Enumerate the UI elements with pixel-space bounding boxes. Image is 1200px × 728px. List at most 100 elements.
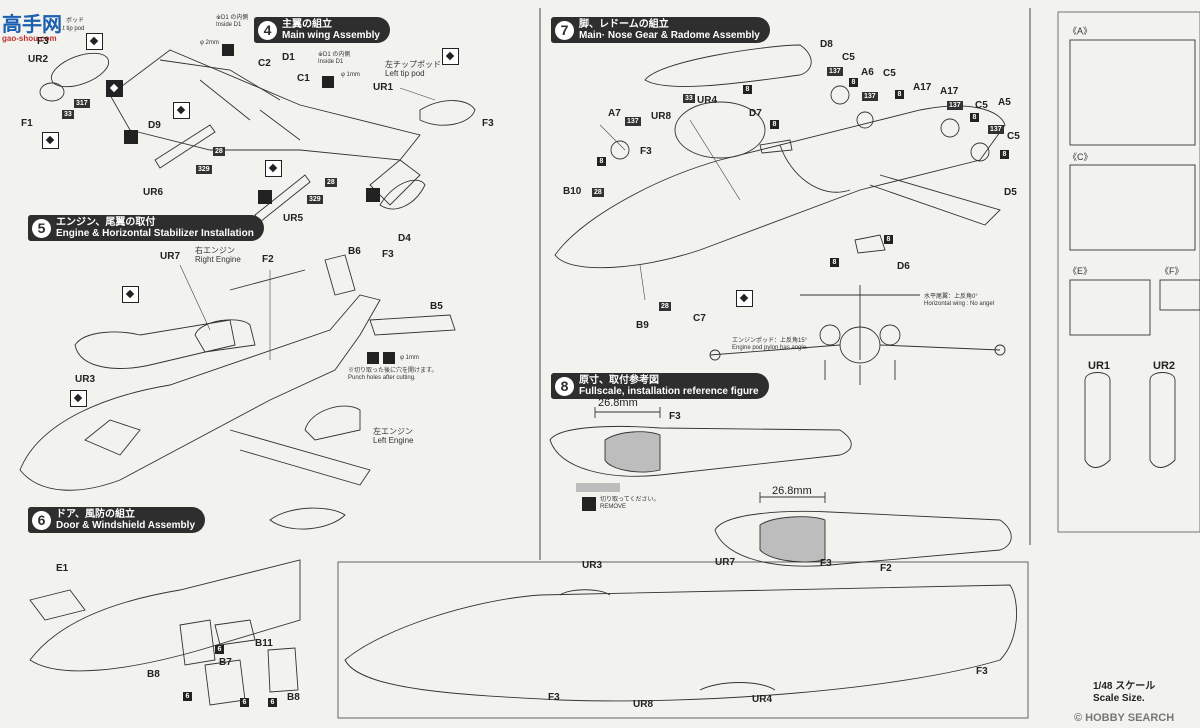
part-label-a17-b: A17	[940, 86, 959, 97]
part-label-a17: A17	[913, 82, 932, 93]
part-label-ur4: UR4	[697, 95, 718, 106]
step-title-en: Engine & Horizontal Stabilizer Installat…	[56, 228, 254, 239]
part-number-137: 137	[947, 101, 963, 110]
part-label-b10: B10	[563, 186, 582, 197]
diamond-marker-icon	[42, 132, 59, 149]
diamond-marker-icon	[106, 80, 123, 97]
note-en: REMOVE	[600, 504, 627, 510]
runner-label-c: 《C》	[1068, 152, 1093, 162]
part-label-f3-full-right: F3	[976, 666, 988, 677]
part-label-c7: C7	[693, 313, 706, 324]
part-number-329b: 329	[307, 195, 323, 204]
part-number-317: 317	[74, 99, 90, 108]
note-en: Inside D1	[216, 22, 242, 28]
part-number-329: 329	[196, 165, 212, 174]
step-title-en: Main wing Assembly	[282, 30, 380, 41]
diamond-marker-icon	[442, 48, 459, 65]
part-number-137: 137	[988, 125, 1004, 134]
scale-jp: 1/48 スケール	[1093, 681, 1156, 692]
part-label-b8-right: B8	[287, 692, 300, 703]
note-jp: ※切り取った後に穴を開けます。	[348, 368, 438, 374]
step-number: 6	[32, 510, 51, 530]
header-fragment-2: ...t tip pod	[58, 26, 85, 32]
part-label-f3-full-left: F3	[548, 692, 560, 703]
part-label-b11: B11	[255, 638, 273, 649]
part-label-ur8: UR8	[651, 111, 672, 122]
part-number-28: 28	[213, 147, 225, 156]
part-label-b9: B9	[636, 320, 649, 331]
punch-tool-icon	[367, 352, 379, 364]
part-number-8: 8	[895, 90, 904, 99]
step-number: 4	[258, 20, 277, 40]
part-number-8: 8	[884, 235, 893, 244]
part-number-8: 8	[830, 258, 839, 267]
part-number-28: 28	[659, 302, 671, 311]
runner-part-ur1: UR1	[1088, 360, 1111, 372]
note-horizontal-wing: 水平尾翼：上反角0°Horizontal wing : No angel	[924, 294, 994, 308]
step-number: 7	[555, 20, 574, 40]
diamond-marker-icon	[70, 390, 87, 407]
part-label-d8: D8	[820, 39, 833, 50]
site-logo: 高手网 gao-shou.com	[2, 8, 62, 43]
part-number-33: 33	[62, 110, 74, 119]
punch-tool-icon	[383, 352, 395, 364]
part-label-ur7: UR7	[160, 251, 181, 262]
note-jp: 左チップポッド	[385, 60, 441, 69]
note-en: Punch holes after cutting.	[348, 375, 416, 381]
part-number-33: 33	[683, 94, 695, 103]
note-jp: ※D1 の内側	[318, 52, 351, 58]
part-label-f2: F2	[262, 254, 274, 265]
part-label-f3-step8: F3	[669, 411, 681, 422]
part-label-c5-b: C5	[883, 68, 896, 79]
punch-tool-icon	[222, 44, 234, 56]
step-number: 5	[32, 218, 51, 238]
part-label-f3: F3	[37, 36, 49, 47]
part-number-6: 6	[268, 698, 277, 707]
note-en: Engine pod pylon has angle.	[732, 345, 808, 351]
part-label-d4: D4	[398, 233, 411, 244]
part-label-ur3: UR3	[75, 374, 96, 385]
step-title-en: Fullscale, installation reference figure	[579, 386, 759, 397]
diamond-marker-icon	[86, 33, 103, 50]
part-label-f1: F1	[21, 118, 33, 129]
part-label-f3-step5: F3	[382, 249, 394, 260]
watermark: © HOBBY SEARCH	[1074, 712, 1175, 724]
part-number-8: 8	[970, 113, 979, 122]
step-title-jp: エンジン、尾翼の取付	[56, 217, 156, 228]
note-en: Left Engine	[373, 436, 414, 445]
part-number-137: 137	[862, 92, 878, 101]
part-label-f3-step7: F3	[640, 146, 652, 157]
diamond-marker-icon	[173, 102, 190, 119]
part-label-c5-d: C5	[1007, 131, 1020, 142]
step-title-en: Door & Windshield Assembly	[56, 520, 196, 531]
part-label-b7: B7	[219, 657, 232, 668]
part-label-a7: A7	[608, 108, 621, 119]
part-label-f2-full: F2	[880, 563, 892, 574]
step-title-jp: 主翼の組立	[282, 19, 332, 30]
part-label-ur4-full: UR4	[752, 694, 773, 705]
part-label-ur2: UR2	[28, 54, 49, 65]
punch-tool-icon	[258, 190, 272, 204]
punch-tool-icon	[322, 76, 334, 88]
part-label-d5: D5	[1004, 187, 1017, 198]
part-label-e1: E1	[56, 563, 69, 574]
part-label-d1: D1	[282, 52, 295, 63]
part-label-ur8-full: UR8	[633, 699, 654, 710]
part-label-b5: B5	[430, 301, 443, 312]
part-label-ur5: UR5	[283, 213, 304, 224]
runner-label-e: 《E》	[1068, 266, 1093, 276]
part-number-6: 6	[240, 698, 249, 707]
runner-label-f: 《F》	[1160, 266, 1184, 276]
note-en: Inside D1	[318, 59, 344, 65]
note-jp: 水平尾翼：上反角0°	[924, 294, 978, 300]
part-number-8: 8	[597, 157, 606, 166]
part-number-8: 8	[743, 85, 752, 94]
part-label-b6: B6	[348, 246, 361, 257]
